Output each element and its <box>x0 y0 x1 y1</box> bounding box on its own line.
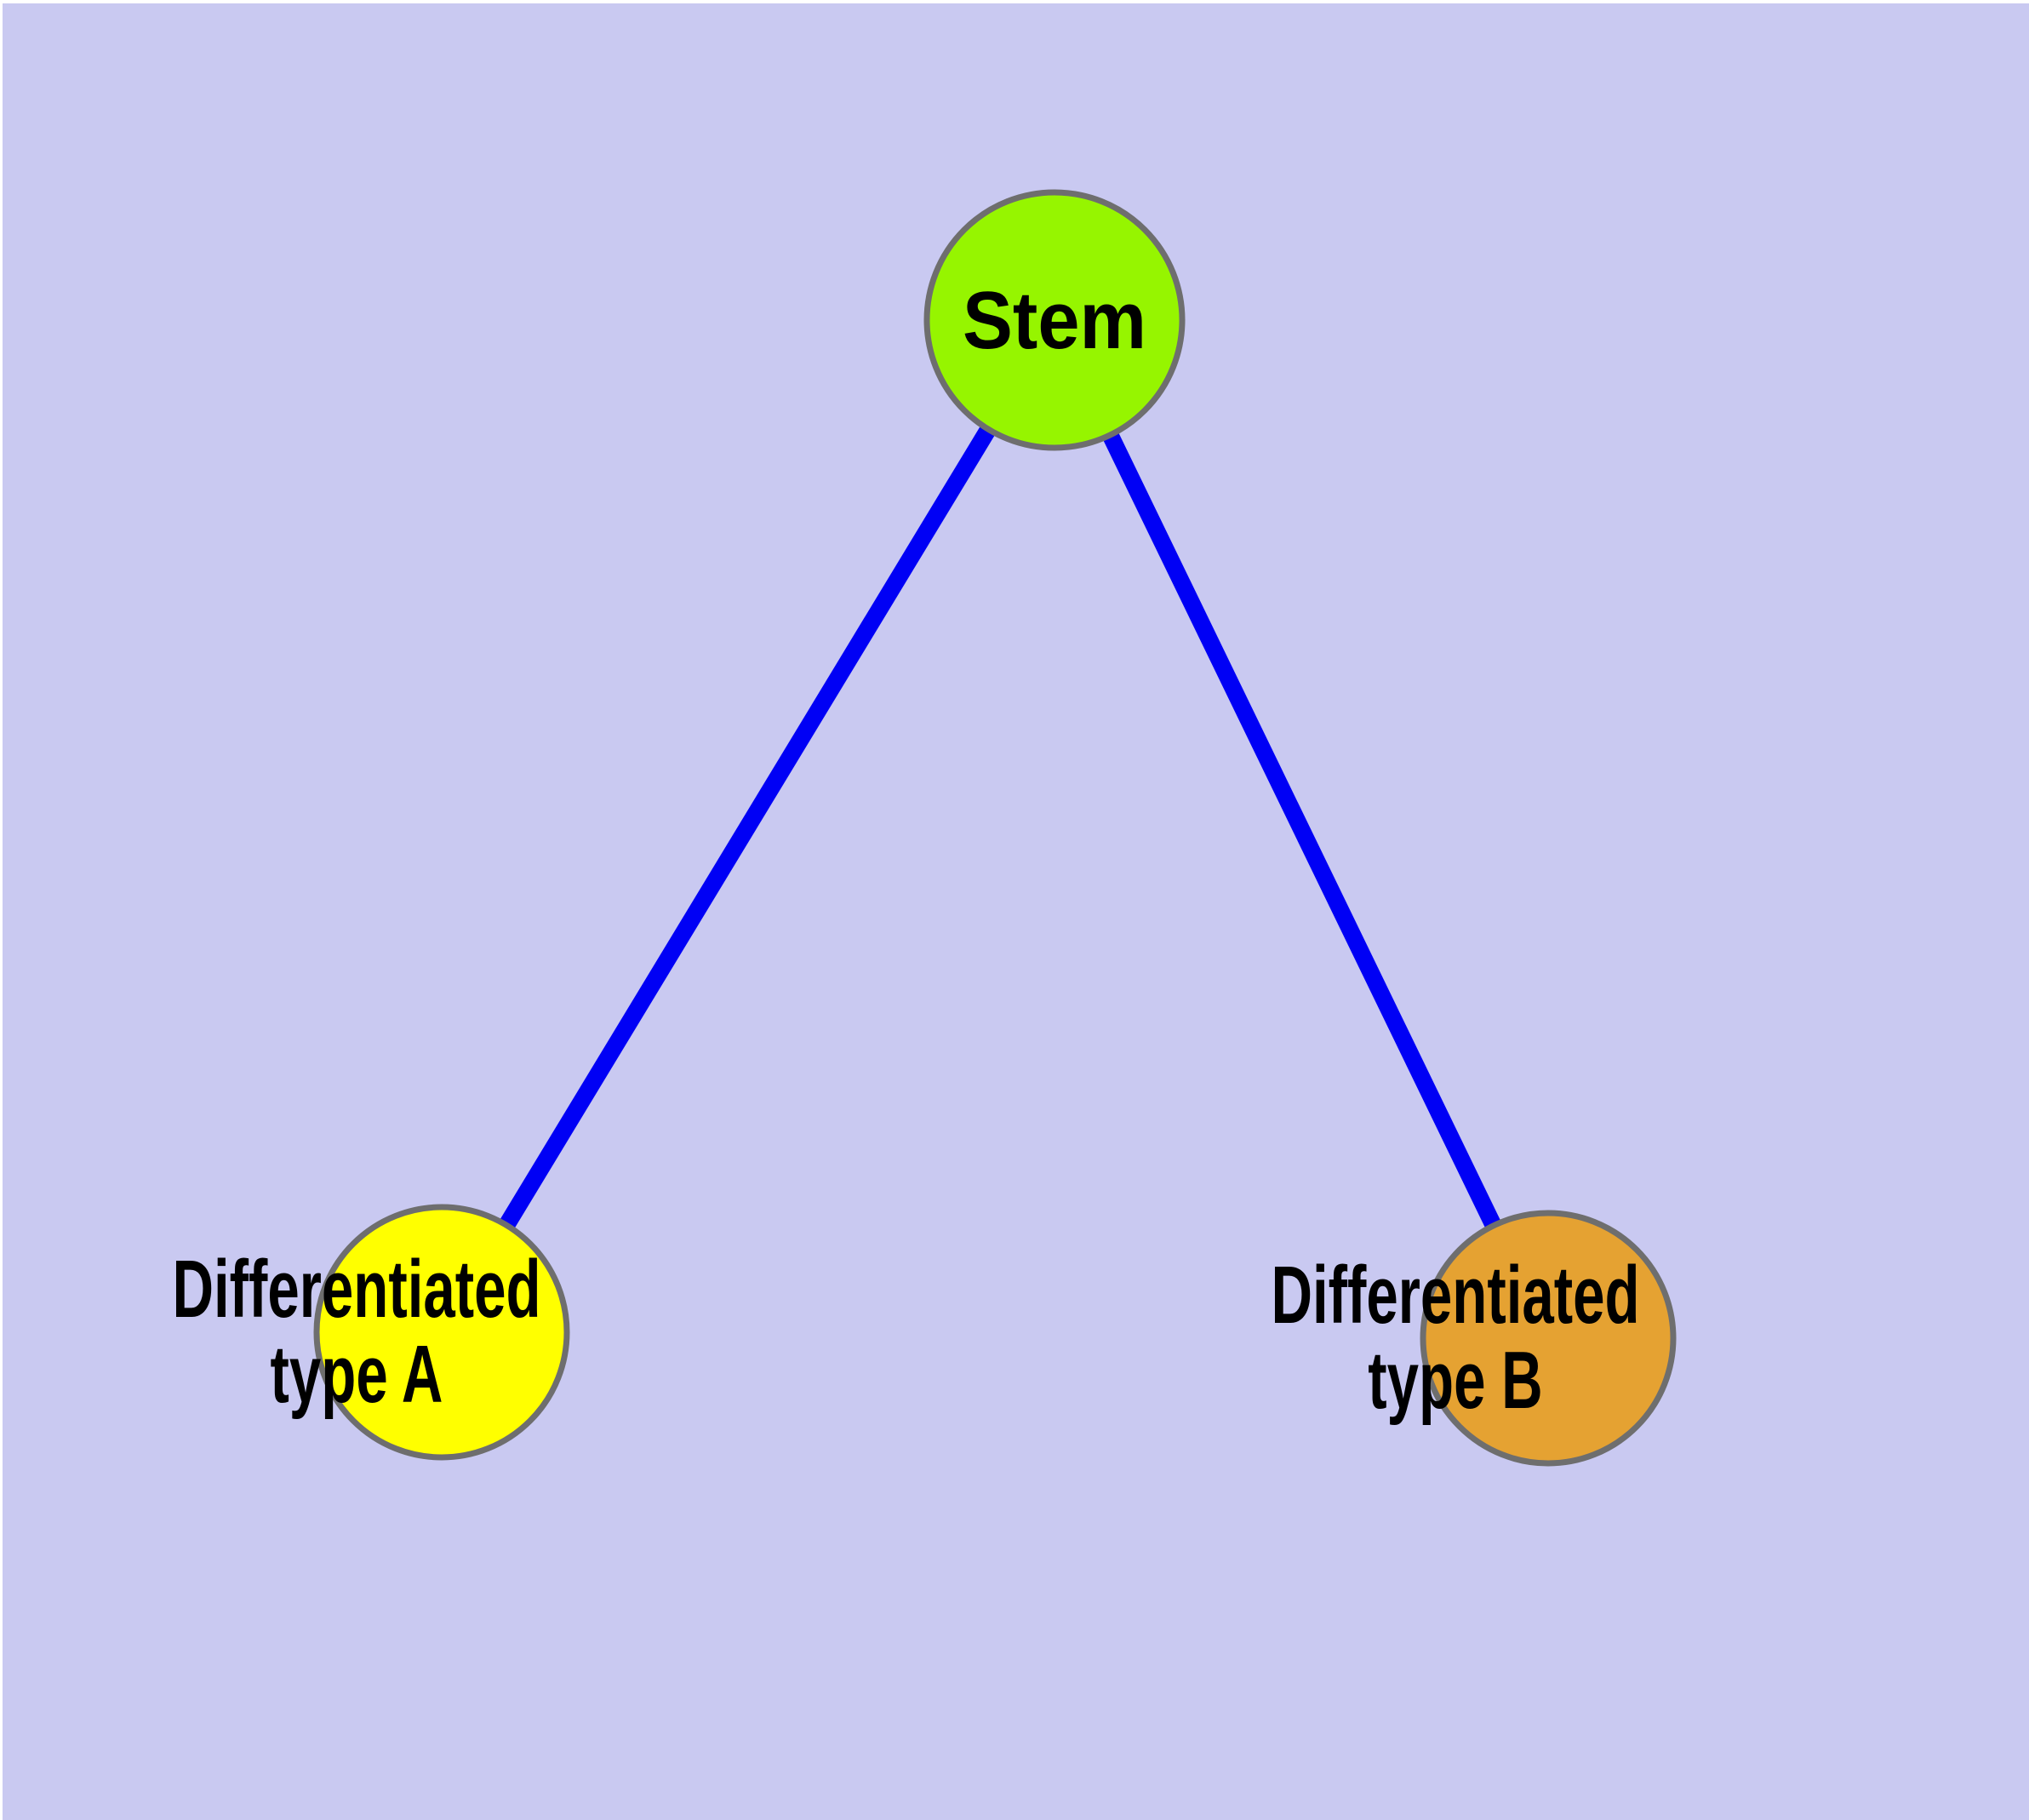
node-type-b-label-line2: type B <box>1368 1335 1543 1426</box>
node-type-b-circle <box>1420 1210 1677 1467</box>
edge-stem-to-type-b <box>1047 316 1556 1342</box>
node-type-a-label-line2: type A <box>270 1329 443 1420</box>
node-type-a-label: Differentiated type A <box>172 1247 540 1417</box>
node-type-b-label: Differentiated type B <box>1271 1253 1639 1423</box>
node-type-a-label-line1: Differentiated <box>172 1244 541 1335</box>
node-type-a-circle <box>313 1204 570 1461</box>
node-stem-label: Stem <box>963 275 1146 366</box>
node-stem-circle <box>923 189 1186 451</box>
node-type-b-label-line1: Differentiated <box>1271 1250 1640 1341</box>
edge-stem-to-type-a <box>434 315 1062 1337</box>
